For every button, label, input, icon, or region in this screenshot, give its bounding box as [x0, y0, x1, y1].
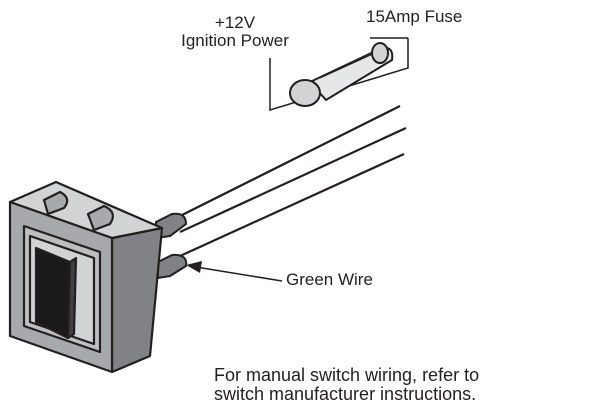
green-wire-arrow	[186, 261, 283, 282]
ignition-power-label: +12V Ignition Power	[152, 14, 318, 50]
green-wire-label: Green Wire	[286, 270, 373, 289]
ignition-power-line1: +12V	[214, 13, 256, 32]
fuse-icon	[289, 42, 394, 107]
instruction-note: For manual switch wiring, refer to switc…	[214, 366, 479, 404]
rocker-switch-icon	[8, 180, 164, 374]
ignition-power-line2: Ignition Power	[181, 31, 289, 50]
fuse-label: 15Amp Fuse	[366, 7, 463, 26]
power-wire-upper	[167, 105, 401, 223]
green-wire	[179, 152, 405, 258]
switch-terminals	[155, 212, 188, 280]
rocker-button	[34, 246, 72, 340]
instruction-note-line2: switch manufacturer instructions.	[214, 384, 477, 404]
wires	[167, 105, 407, 258]
instruction-note-line1: For manual switch wiring, refer to	[214, 365, 480, 385]
power-wire-lower	[179, 127, 407, 233]
